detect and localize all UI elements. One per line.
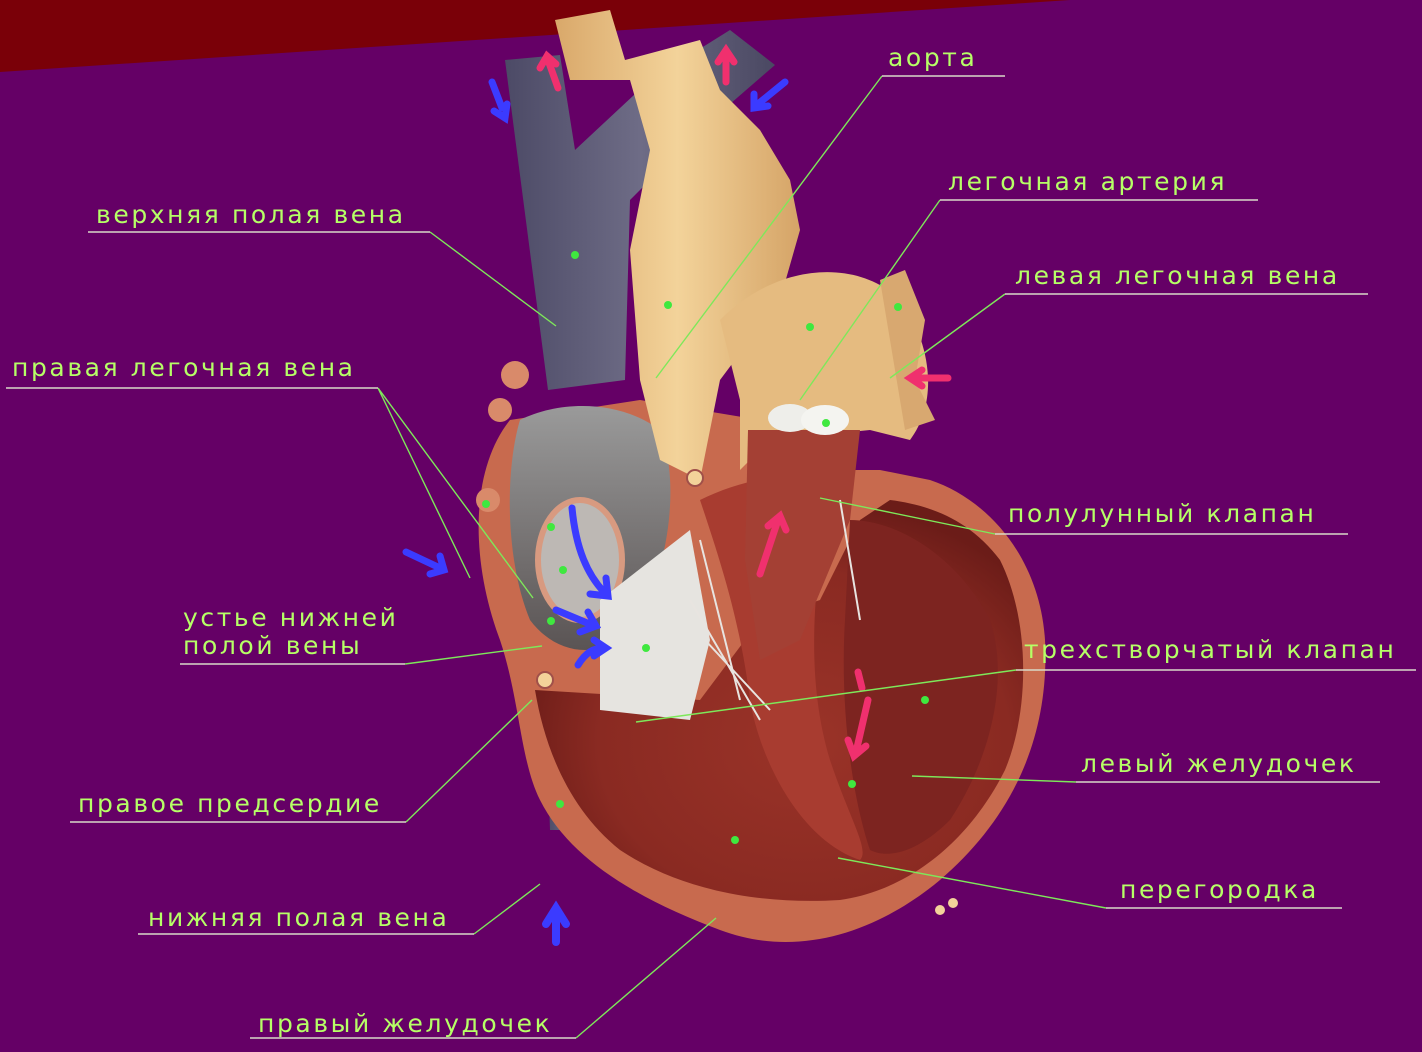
- label-superior-vena-cava: верхняя полая вена: [96, 200, 406, 229]
- marker-dot: [664, 301, 672, 309]
- label-left-ventricle: левый желудочек: [1081, 749, 1357, 778]
- marker-dot: [547, 617, 555, 625]
- oxygen-poor-flow-arrow: [754, 82, 785, 108]
- label-right-ventricle: правый желудочек: [258, 1009, 552, 1038]
- leader-right-ventricle: [576, 918, 716, 1038]
- label-septum: перегородка: [1120, 875, 1319, 904]
- marker-dot: [556, 800, 564, 808]
- marker-dot: [822, 419, 830, 427]
- oxygen-rich-flow-arrow: [910, 370, 948, 386]
- label-right-pulmonary-vein: правая легочная вена: [12, 353, 356, 382]
- label-left-pulmonary-vein: левая легочная вена: [1015, 261, 1340, 290]
- label-ivc-orifice-line2: полой вены: [183, 631, 362, 660]
- label-tricuspid-valve: трехстворчатый клапан: [1024, 635, 1396, 664]
- coronary-vessel-section: [935, 905, 945, 915]
- right-pulmonary-vein-stub: [501, 361, 529, 389]
- marker-dot: [559, 566, 567, 574]
- label-right-atrium: правое предсердие: [78, 789, 382, 818]
- marker-dot: [848, 780, 856, 788]
- marker-dot: [894, 303, 902, 311]
- right-pulmonary-vein-stub: [488, 398, 512, 422]
- marker-dot: [806, 323, 814, 331]
- oxygen-poor-flow-arrow: [546, 908, 566, 942]
- coronary-vessel-section: [687, 470, 703, 486]
- marker-dot: [921, 696, 929, 704]
- marker-dot: [642, 644, 650, 652]
- leader-inferior-vena-cava: [474, 884, 540, 934]
- label-ivc-orifice-line1: устье нижней: [183, 603, 398, 632]
- marker-dot: [571, 251, 579, 259]
- label-aorta: аорта: [888, 43, 977, 72]
- label-pulmonary-artery: легочная артерия: [948, 167, 1227, 196]
- right-pulmonary-vein-stub: [476, 488, 500, 512]
- marker-dot: [547, 523, 555, 531]
- marker-dot: [731, 836, 739, 844]
- oxygen-poor-flow-arrow: [406, 552, 444, 574]
- coronary-vessel-section: [537, 672, 553, 688]
- label-inferior-vena-cava: нижняя полая вена: [148, 903, 449, 932]
- oxygen-poor-flow-arrow: [492, 82, 507, 118]
- coronary-vessel-section: [948, 898, 958, 908]
- leader-right-atrium: [406, 700, 532, 822]
- marker-dot: [482, 500, 490, 508]
- label-semilunar-valve: полулунный клапан: [1008, 499, 1316, 528]
